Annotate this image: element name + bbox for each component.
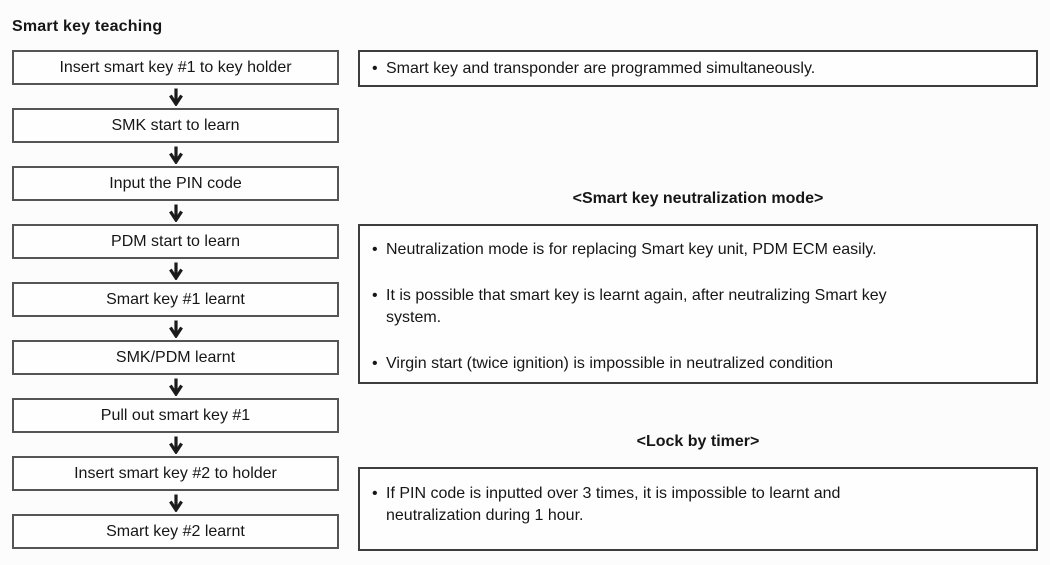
down-arrow-icon (12, 143, 339, 166)
down-arrow-icon (12, 201, 339, 224)
flow-step-box: Insert smart key #2 to holder (12, 456, 339, 491)
bullet-marker: • (372, 485, 378, 502)
down-arrow-icon (12, 491, 339, 514)
flow-step-box: Input the PIN code (12, 166, 339, 201)
flow-step-label: Input the PIN code (109, 174, 242, 192)
flow-step-box: Smart key #1 learnt (12, 282, 339, 317)
page-title: Smart key teaching (12, 18, 163, 35)
note-box-neutralization-mode: • Neutralization mode is for replacing S… (358, 224, 1038, 384)
note-text: Virgin start (twice ignition) is impossi… (386, 355, 834, 372)
bullet-item: • If PIN code is inputted over 3 times, … (372, 483, 1020, 527)
flow-step-label: Insert smart key #2 to holder (74, 464, 277, 482)
section-heading-lock-by-timer: <Lock by timer> (636, 433, 760, 450)
flow-step-label: PDM start to learn (111, 232, 240, 250)
flow-step-label: Pull out smart key #1 (100, 406, 251, 424)
note-text: It is possible that smart key is learnt … (386, 287, 887, 326)
note-box-lock-by-timer: • If PIN code is inputted over 3 times, … (358, 467, 1038, 551)
flow-step-box: SMK start to learn (12, 108, 339, 143)
note-box-programming: • Smart key and transponder are programm… (358, 50, 1038, 87)
flow-step-label: SMK start to learn (111, 116, 240, 134)
flow-step-label: Insert smart key #1 to key holder (59, 58, 292, 76)
bullet-item: • Virgin start (twice ignition) is impos… (372, 353, 1020, 375)
down-arrow-icon (12, 375, 339, 398)
bullet-marker: • (372, 355, 378, 372)
flow-step-box: PDM start to learn (12, 224, 339, 259)
flow-step-box: Smart key #2 learnt (12, 514, 339, 549)
flow-step-box: SMK/PDM learnt (12, 340, 339, 375)
note-text: Smart key and transponder are programmed… (386, 59, 816, 77)
bullet-marker: • (372, 241, 378, 258)
note-text: Neutralization mode is for replacing Sma… (386, 241, 877, 258)
down-arrow-icon (12, 259, 339, 282)
flow-step-label: Smart key #1 learnt (106, 290, 245, 308)
flowchart: Insert smart key #1 to key holder SMK st… (12, 50, 339, 549)
down-arrow-icon (12, 317, 339, 340)
bullet-item: • Smart key and transponder are programm… (372, 60, 815, 78)
bullet-item: • It is possible that smart key is learn… (372, 285, 1020, 329)
flow-step-box: Insert smart key #1 to key holder (12, 50, 339, 85)
bullet-marker: • (372, 287, 378, 304)
down-arrow-icon (12, 85, 339, 108)
flow-step-label: Smart key #2 learnt (106, 522, 245, 540)
note-text: If PIN code is inputted over 3 times, it… (386, 485, 841, 524)
bullet-item: • Neutralization mode is for replacing S… (372, 239, 1020, 261)
flow-step-label: SMK/PDM learnt (115, 348, 236, 366)
bullet-marker: • (372, 59, 378, 77)
flow-step-box: Pull out smart key #1 (12, 398, 339, 433)
section-heading-neutralization-mode: <Smart key neutralization mode> (572, 190, 824, 207)
down-arrow-icon (12, 433, 339, 456)
